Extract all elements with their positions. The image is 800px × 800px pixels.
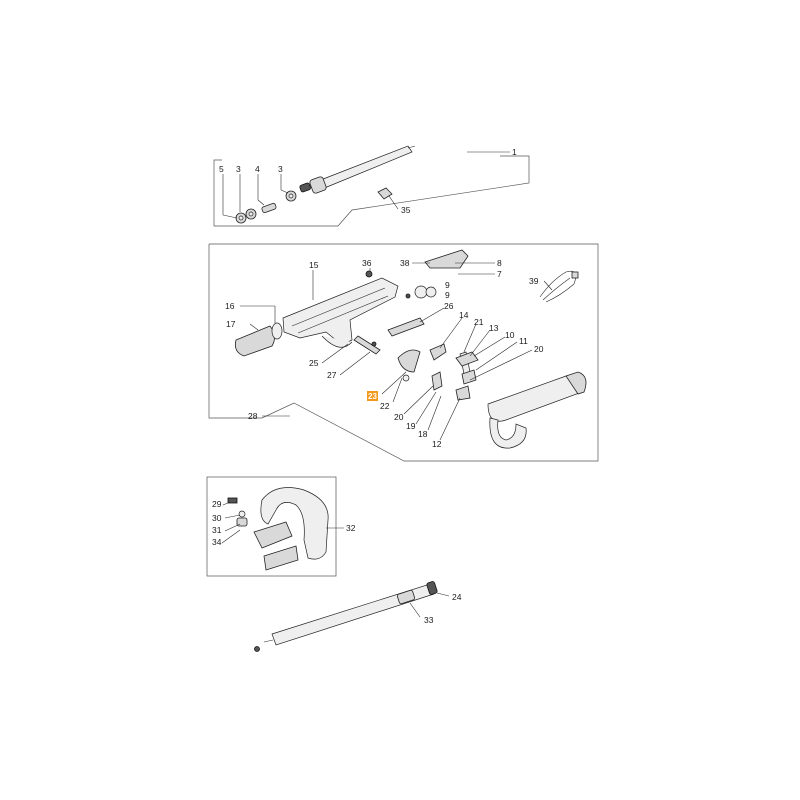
lever-14 bbox=[429, 343, 447, 361]
label-26: 26 bbox=[444, 301, 454, 311]
cable-39 bbox=[539, 270, 577, 303]
label-5: 5 bbox=[219, 164, 224, 174]
loop-handle-frame bbox=[206, 476, 337, 577]
label-13: 13 bbox=[489, 323, 499, 333]
loop-handle-32 bbox=[260, 487, 329, 560]
handle-bracket bbox=[263, 545, 299, 571]
spacer-4 bbox=[261, 202, 277, 214]
tube-screw bbox=[254, 646, 260, 652]
label-36: 36 bbox=[362, 258, 372, 268]
label-25: 25 bbox=[309, 358, 319, 368]
label-39: 39 bbox=[529, 276, 539, 286]
tube-group: 24 33 bbox=[254, 581, 462, 652]
plate-13 bbox=[431, 371, 443, 391]
ring-9a bbox=[414, 285, 428, 299]
label-32: 32 bbox=[346, 523, 356, 533]
label-1: 1 bbox=[512, 147, 517, 157]
label-4: 4 bbox=[255, 164, 260, 174]
label-31: 31 bbox=[212, 525, 222, 535]
label-3: 3 bbox=[278, 164, 283, 174]
label-3: 3 bbox=[236, 164, 241, 174]
label-28: 28 bbox=[248, 411, 258, 421]
label-33: 33 bbox=[424, 615, 434, 625]
label-19: 19 bbox=[406, 421, 416, 431]
shaft-coupling bbox=[309, 176, 327, 194]
label-34: 34 bbox=[212, 537, 222, 547]
label-8: 8 bbox=[497, 258, 502, 268]
shaft-group: 5 3 4 3 1 35 bbox=[213, 145, 530, 227]
label-11: 11 bbox=[519, 336, 528, 346]
button-10 bbox=[455, 351, 479, 367]
label-30: 30 bbox=[212, 513, 222, 523]
label-9: 9 bbox=[445, 280, 450, 290]
shaft-group-frame bbox=[213, 155, 530, 227]
loop-handle-group: 29 30 31 34 32 bbox=[206, 476, 356, 577]
label-38: 38 bbox=[400, 258, 410, 268]
label-14: 14 bbox=[459, 310, 469, 320]
label-29: 29 bbox=[212, 499, 222, 509]
label-17: 17 bbox=[226, 319, 236, 329]
shaft-tip bbox=[299, 182, 311, 193]
switch-11 bbox=[461, 369, 477, 385]
label-9: 9 bbox=[445, 290, 450, 300]
label-27: 27 bbox=[327, 370, 337, 380]
label-12: 12 bbox=[432, 439, 442, 449]
cap-12 bbox=[455, 385, 471, 401]
ring-9b bbox=[425, 286, 437, 298]
label-18: 18 bbox=[418, 429, 428, 439]
clip-35 bbox=[377, 187, 393, 200]
tube-end-cap bbox=[426, 581, 438, 595]
highlight-box-23 bbox=[367, 391, 378, 401]
label-20: 20 bbox=[394, 412, 404, 422]
label-24: 24 bbox=[452, 592, 462, 602]
handle-grip-20 bbox=[487, 375, 583, 422]
washer-30 bbox=[238, 510, 246, 518]
handle-clamp bbox=[253, 521, 293, 549]
trigger-23 bbox=[397, 349, 421, 373]
drive-shaft bbox=[317, 145, 413, 190]
tube-bushing bbox=[396, 589, 416, 605]
handle-group: 15 36 38 8 7 39 9 9 16 26 17 14 21 13 10… bbox=[208, 243, 599, 462]
knob-17 bbox=[234, 325, 275, 357]
handle-guard bbox=[489, 417, 527, 449]
label-35: 35 bbox=[401, 205, 411, 215]
screw-36 bbox=[365, 270, 373, 278]
label-23: 23 bbox=[368, 392, 377, 401]
ring-16 bbox=[271, 322, 283, 340]
label-21: 21 bbox=[474, 317, 484, 327]
link-26 bbox=[387, 317, 425, 337]
label-20: 20 bbox=[534, 344, 544, 354]
label-15: 15 bbox=[309, 260, 319, 270]
housing-15 bbox=[282, 277, 399, 346]
label-22: 22 bbox=[380, 401, 390, 411]
label-16: 16 bbox=[225, 301, 235, 311]
clip-38 bbox=[424, 249, 469, 269]
label-10: 10 bbox=[505, 330, 515, 340]
label-7: 7 bbox=[497, 269, 502, 279]
handle-group-frame bbox=[208, 243, 599, 462]
screw-29 bbox=[227, 497, 238, 504]
spring-22 bbox=[402, 374, 410, 382]
